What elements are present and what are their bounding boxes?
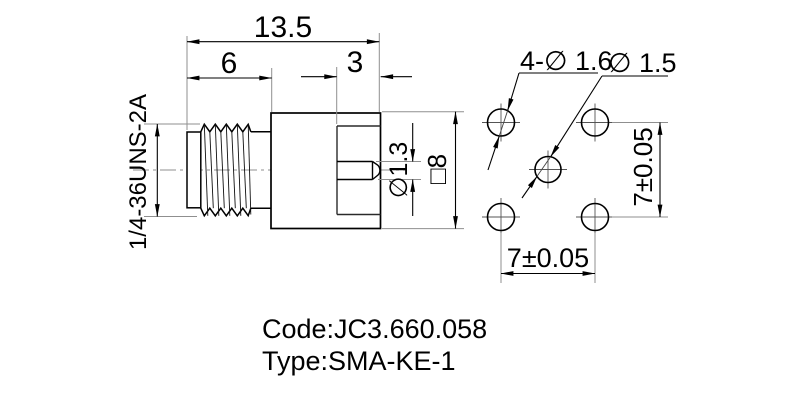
dim-label-total-length: 13.5 — [254, 11, 312, 44]
dim-label-pin-diameter: ∅1.3 — [385, 142, 413, 199]
dim-label-horizontal-pitch: 7±0.05 — [507, 243, 589, 273]
neck-outline — [250, 131, 271, 209]
thread-profile — [200, 122, 252, 218]
center-pin-hole — [534, 155, 562, 184]
thread-crests-top — [200, 122, 252, 134]
footprint-view: 4-∅ 1.6 ∅ 1.5 7±0.05 7±0.05 — [482, 46, 677, 283]
mounting-hole-bottom-right — [580, 202, 610, 232]
center-pin — [337, 160, 381, 181]
thread-flank-lines — [203, 124, 252, 216]
dim-label-body-square: □8 — [422, 154, 452, 184]
part-type-text: Type:SMA-KE-1 — [262, 346, 456, 376]
dim-label-vertical-pitch: 7±0.05 — [628, 127, 658, 206]
square-body — [270, 112, 382, 230]
rear-flange — [186, 131, 202, 209]
side-view: 13.5 6 3 1/4-36UNS-2A ∅1.3 □8 — [125, 11, 464, 250]
pin-tip — [372, 160, 381, 181]
part-code-text: Code:JC3.660.058 — [262, 314, 487, 344]
dim-label-corner-holes: 4-∅ 1.6 — [520, 46, 613, 76]
dim-label-thread-length: 6 — [221, 47, 238, 80]
thread-spec-label: 1/4-36UNS-2A — [125, 94, 152, 250]
dim-label-tail-length: 3 — [347, 46, 364, 79]
mounting-hole-bottom-left — [486, 202, 516, 232]
center-hole-leader — [521, 75, 668, 199]
corner-holes-leader — [487, 72, 598, 171]
pitch-dimension-lines — [500, 122, 663, 276]
dim-label-center-hole: ∅ 1.5 — [608, 48, 677, 78]
mounting-hole-top-left — [486, 108, 516, 137]
mounting-hole-top-right — [580, 108, 610, 137]
thread-crests-bottom — [200, 206, 252, 218]
dimension-lines — [154, 39, 458, 229]
mounting-holes — [486, 108, 610, 232]
hole-crosshairs — [482, 103, 614, 236]
title-block: Code:JC3.660.058 Type:SMA-KE-1 — [262, 314, 487, 376]
recess-step — [336, 125, 381, 216]
